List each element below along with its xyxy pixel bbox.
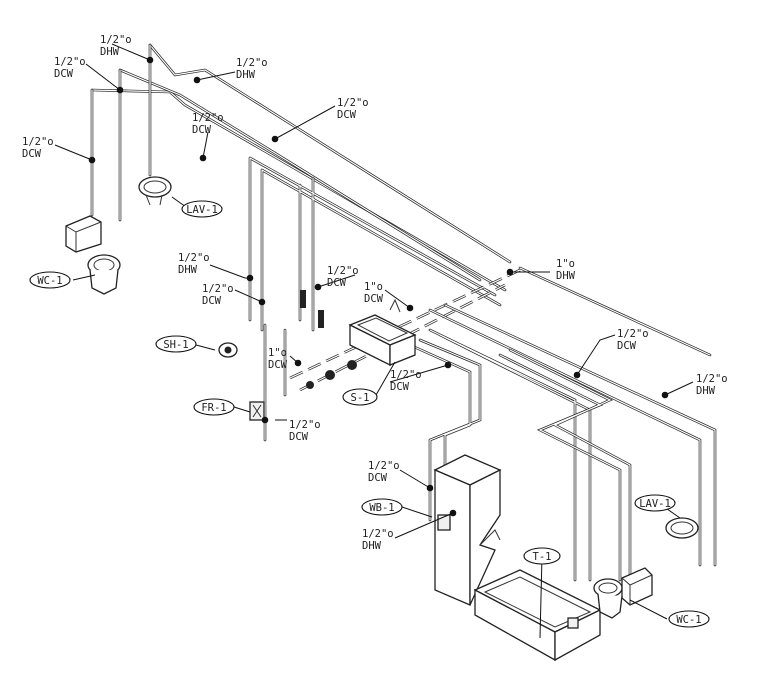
pipe-bath-branches	[408, 328, 632, 587]
svg-text:1/2"o: 1/2"o	[54, 56, 86, 68]
tag-t1: T-1	[523, 547, 561, 565]
svg-text:1/2"o: 1/2"o	[337, 97, 369, 109]
fixture-wc-right	[593, 567, 653, 619]
svg-text:DHW: DHW	[362, 540, 382, 552]
svg-text:DHW: DHW	[100, 46, 120, 58]
svg-text:1/2"o: 1/2"o	[390, 369, 422, 381]
svg-text:DCW: DCW	[337, 109, 357, 121]
svg-text:1/2"o: 1/2"o	[100, 34, 132, 46]
pipe-label-dhw-center-left: 1/2"o DHW	[178, 252, 210, 276]
svg-text:WB-1: WB-1	[369, 502, 394, 514]
fixture-lav-top	[138, 176, 172, 206]
svg-text:DCW: DCW	[617, 340, 637, 352]
svg-text:DCW: DCW	[368, 472, 388, 484]
svg-text:1/2"o: 1/2"o	[178, 252, 210, 264]
fixture-tub	[473, 569, 602, 662]
pipe-label-dcw-wb: 1/2"o DCW	[368, 460, 400, 484]
pipe-label-dcw-below-sink: 1/2"o DCW	[390, 369, 422, 393]
fixture-shower	[218, 342, 238, 358]
svg-text:DHW: DHW	[178, 264, 198, 276]
svg-text:1/2"o: 1/2"o	[327, 265, 359, 277]
svg-text:1"o: 1"o	[364, 281, 383, 293]
pipe-label-dcw-fr: 1/2"o DCW	[289, 419, 321, 443]
svg-text:T-1: T-1	[533, 551, 552, 563]
pipe-label-dcw-mid: 1/2"o DCW	[192, 112, 224, 136]
svg-text:DCW: DCW	[192, 124, 212, 136]
svg-text:DCW: DCW	[268, 359, 288, 371]
svg-text:SH-1: SH-1	[163, 339, 188, 351]
svg-text:1/2"o: 1/2"o	[192, 112, 224, 124]
pipe-label-dcw-left: 1/2"o DCW	[22, 136, 54, 160]
fixture-sink	[348, 298, 417, 367]
leader-dots	[88, 56, 669, 517]
pipe-dhw-top-run	[148, 43, 512, 264]
tag-sh1: SH-1	[155, 335, 197, 353]
svg-text:DCW: DCW	[390, 381, 410, 393]
pipe-label-dhw-top: 1/2"o DHW	[100, 34, 132, 58]
pipe-label-dcw-upper-mid: 1/2"o DCW	[337, 97, 369, 121]
pipe-label-dhw-wb: 1/2"o DHW	[362, 528, 394, 552]
svg-text:1/2"o: 1/2"o	[696, 373, 728, 385]
pipe-label-dhw-top-right: 1/2"o DHW	[236, 57, 268, 81]
fixture-wc-left	[65, 215, 121, 295]
svg-text:1/2"o: 1/2"o	[368, 460, 400, 472]
svg-text:DCW: DCW	[22, 148, 42, 160]
pipe-label-dcw-right: 1/2"o DCW	[617, 328, 649, 352]
svg-text:FR-1: FR-1	[201, 402, 226, 414]
svg-text:1/2"o: 1/2"o	[289, 419, 321, 431]
svg-text:WC-1: WC-1	[37, 275, 62, 287]
svg-text:S-1: S-1	[351, 392, 370, 404]
pipe-right-runs	[428, 266, 717, 567]
svg-text:1/2"o: 1/2"o	[362, 528, 394, 540]
valve-group-center	[300, 290, 357, 389]
tag-s1: S-1	[342, 388, 378, 406]
tag-lav1-right: LAV-1	[634, 494, 676, 512]
svg-text:1/2"o: 1/2"o	[202, 283, 234, 295]
svg-text:1/2"o: 1/2"o	[617, 328, 649, 340]
svg-text:1/2"o: 1/2"o	[236, 57, 268, 69]
pipe-label-dhw-main: 1"o DHW	[556, 258, 576, 282]
pipe-risers-left	[90, 43, 152, 222]
svg-text:DCW: DCW	[364, 293, 384, 305]
pipe-label-dcw-top: 1/2"o DCW	[54, 56, 86, 80]
tag-lav1-top: LAV-1	[181, 200, 223, 218]
svg-text:DCW: DCW	[54, 68, 74, 80]
fixture-floor-drain	[249, 401, 265, 421]
tag-wc1-left: WC-1	[29, 271, 71, 289]
pipe-label-dcw-center: 1/2"o DCW	[327, 265, 359, 289]
pipe-label-dhw-right: 1/2"o DHW	[696, 373, 728, 397]
svg-text:DCW: DCW	[289, 431, 309, 443]
svg-text:1"o: 1"o	[268, 347, 287, 359]
svg-text:LAV-1: LAV-1	[639, 498, 671, 510]
pipe-main-1in	[289, 268, 521, 392]
pipe-center-branches	[248, 156, 502, 332]
fixture-lav-right	[665, 517, 699, 539]
pipe-label-dcw-main-left: 1"o DCW	[268, 347, 288, 371]
svg-text:1/2"o: 1/2"o	[22, 136, 54, 148]
pipe-label-dcw-main: 1"o DCW	[364, 281, 384, 305]
svg-text:DHW: DHW	[236, 69, 256, 81]
tag-wb1: WB-1	[361, 498, 403, 516]
svg-text:DHW: DHW	[696, 385, 716, 397]
pipe-label-dcw-center-left: 1/2"o DCW	[202, 283, 234, 307]
svg-text:1"o: 1"o	[556, 258, 575, 270]
pipe-fr-branch	[263, 323, 287, 442]
svg-text:DCW: DCW	[202, 295, 222, 307]
tag-wc1-right: WC-1	[668, 610, 710, 628]
svg-text:WC-1: WC-1	[676, 614, 701, 626]
svg-text:LAV-1: LAV-1	[186, 204, 218, 216]
piping	[90, 43, 717, 587]
tag-fr1: FR-1	[193, 398, 235, 416]
fixture-wall-box	[433, 454, 502, 606]
svg-text:DHW: DHW	[556, 270, 576, 282]
svg-text:DCW: DCW	[327, 277, 347, 289]
